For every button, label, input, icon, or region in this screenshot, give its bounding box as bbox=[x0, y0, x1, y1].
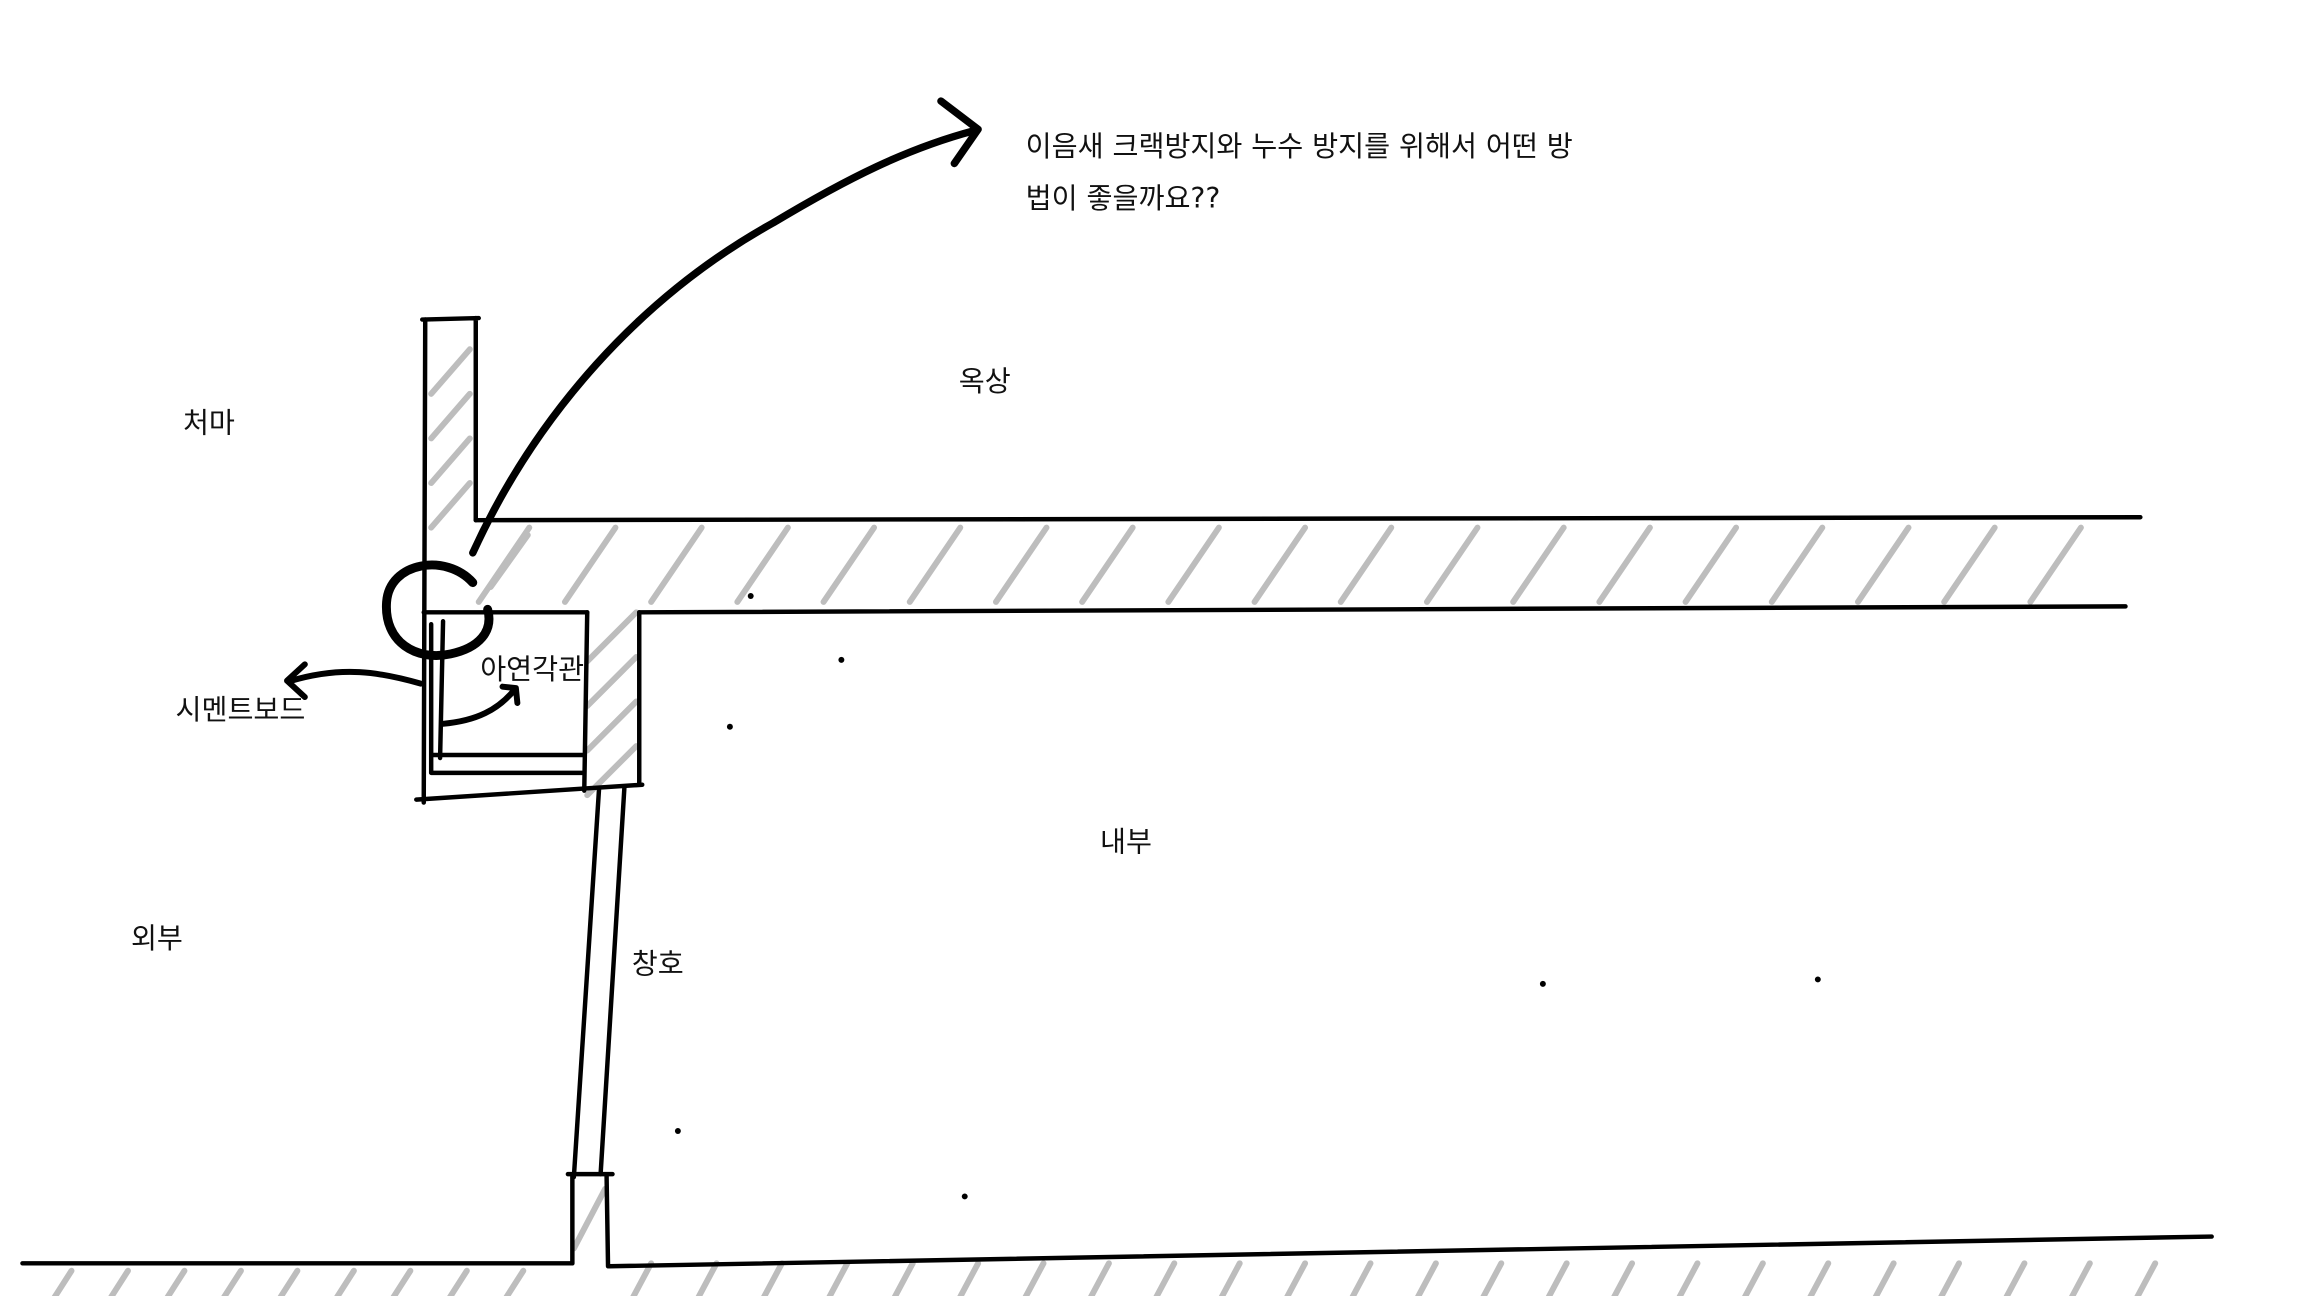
hatch-stroke bbox=[1480, 1260, 1505, 1296]
hatch-stroke bbox=[1415, 1260, 1439, 1296]
hatch-stroke bbox=[1807, 1260, 1832, 1296]
label-exterior: 외부 bbox=[131, 922, 183, 955]
hatch-stroke bbox=[584, 609, 640, 665]
hatch-stroke bbox=[51, 1267, 75, 1296]
roof-slab bbox=[421, 514, 2143, 615]
hatch-stroke bbox=[761, 1260, 785, 1296]
hatch-stroke bbox=[1938, 1260, 1962, 1296]
hatch-stroke bbox=[390, 1267, 414, 1296]
hatch-stroke bbox=[1423, 524, 1481, 605]
hatch-stroke bbox=[1079, 524, 1136, 605]
hatch-stroke bbox=[584, 653, 640, 709]
hatch-stroke bbox=[1510, 524, 1567, 605]
pointer-arrow-icon bbox=[469, 97, 982, 557]
hatch-stroke bbox=[1742, 1260, 1766, 1296]
hatch-stroke bbox=[1349, 1260, 1374, 1296]
hatch-stroke bbox=[820, 524, 878, 605]
hatch-stroke bbox=[957, 1260, 982, 1296]
hatching bbox=[51, 346, 2159, 1296]
hatch-stroke bbox=[1218, 1260, 1243, 1296]
hatch-stroke bbox=[277, 1267, 301, 1296]
hatch-stroke bbox=[891, 1260, 916, 1296]
hatch-stroke bbox=[334, 1267, 357, 1296]
hatch-stroke bbox=[447, 1267, 470, 1296]
hatch-stroke bbox=[648, 524, 705, 605]
hatch-stroke bbox=[1022, 1260, 1047, 1296]
question-line-1: 이음새 크랙방지와 누수 방지를 위해서 어떤 방 bbox=[1026, 130, 1573, 163]
hatch-stroke bbox=[1251, 524, 1309, 605]
question-line-2: 법이 좋을까요?? bbox=[1026, 182, 1221, 215]
hatch-stroke bbox=[992, 524, 1050, 605]
label-cement-board: 시멘트보드 bbox=[176, 693, 306, 726]
hatch-stroke bbox=[826, 1260, 851, 1296]
hatch-stroke bbox=[1682, 524, 1740, 605]
hatch-stroke bbox=[2069, 1260, 2093, 1296]
hatch-stroke bbox=[1872, 1260, 1897, 1296]
hatch-stroke bbox=[1088, 1260, 1112, 1296]
hatch-stroke bbox=[164, 1267, 188, 1296]
stray-dots bbox=[674, 593, 1821, 1200]
hatch-stroke bbox=[503, 1267, 527, 1296]
hatch-stroke bbox=[428, 480, 473, 531]
hatch-stroke bbox=[695, 1260, 720, 1296]
hatch-stroke bbox=[487, 532, 531, 591]
hatch-stroke bbox=[1676, 1260, 1701, 1296]
hatch-stroke bbox=[584, 698, 640, 754]
hatch-stroke bbox=[1854, 524, 1912, 605]
hatch-stroke bbox=[1545, 1260, 1570, 1296]
label-interior: 내부 bbox=[1100, 826, 1152, 859]
hatch-stroke bbox=[734, 524, 791, 605]
label-eaves: 처마 bbox=[183, 406, 235, 439]
hatch-stroke bbox=[221, 1267, 244, 1296]
label-rooftop: 옥상 bbox=[959, 365, 1011, 398]
floor-slab bbox=[20, 1234, 2214, 1269]
hatch-stroke bbox=[428, 346, 473, 397]
hatch-stroke bbox=[561, 524, 619, 605]
hatch-stroke bbox=[1941, 524, 1998, 605]
hatch-stroke bbox=[428, 435, 473, 486]
hatch-stroke bbox=[1153, 1260, 1178, 1296]
label-window: 창호 bbox=[632, 947, 684, 980]
hatch-stroke bbox=[630, 1260, 655, 1296]
label-zinc-pipe: 아연각관 bbox=[480, 653, 584, 686]
hatch-stroke bbox=[1611, 1260, 1636, 1296]
hatch-stroke bbox=[570, 1186, 609, 1252]
pipe-arrow-icon bbox=[440, 683, 521, 727]
zinc-pipe-box bbox=[414, 610, 645, 802]
hatch-stroke bbox=[906, 524, 964, 605]
highlight-circle bbox=[382, 560, 494, 660]
hatch-stroke bbox=[1768, 524, 1826, 605]
hatch-stroke bbox=[2003, 1260, 2028, 1296]
hatch-stroke bbox=[1165, 524, 1222, 605]
hatch-stroke bbox=[428, 390, 473, 442]
hatch-stroke bbox=[1337, 524, 1395, 605]
hatch-stroke bbox=[2134, 1260, 2159, 1296]
window-frame bbox=[565, 785, 627, 1269]
hatch-stroke bbox=[108, 1267, 131, 1296]
hatch-stroke bbox=[1284, 1260, 1309, 1296]
cement-board-arrow-icon bbox=[284, 661, 424, 701]
hatch-stroke bbox=[2027, 524, 2084, 605]
hatch-stroke bbox=[1596, 524, 1653, 605]
